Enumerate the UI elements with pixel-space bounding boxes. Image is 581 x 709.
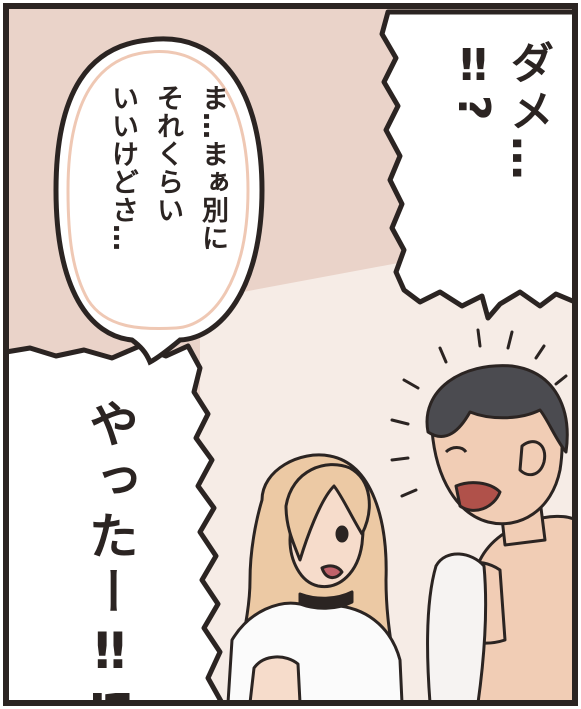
- speech-bubble-inner: [66, 50, 250, 331]
- shout-text-top: ダメ…‼?: [448, 40, 553, 184]
- man-character: [425, 364, 577, 705]
- woman-character: [226, 453, 404, 706]
- shout-bubble-top-right: [379, 9, 578, 321]
- emphasis-lines: [390, 328, 568, 498]
- speech-bubble-text: ま…まぁ別にそれくらいいいけどさ…: [107, 84, 228, 252]
- speech-bubble-outer: [53, 36, 265, 366]
- shout-text-bottom: やったー‼!: [81, 398, 139, 709]
- shout-bubble-bottom-left: [3, 343, 225, 706]
- panel-border: [3, 3, 578, 706]
